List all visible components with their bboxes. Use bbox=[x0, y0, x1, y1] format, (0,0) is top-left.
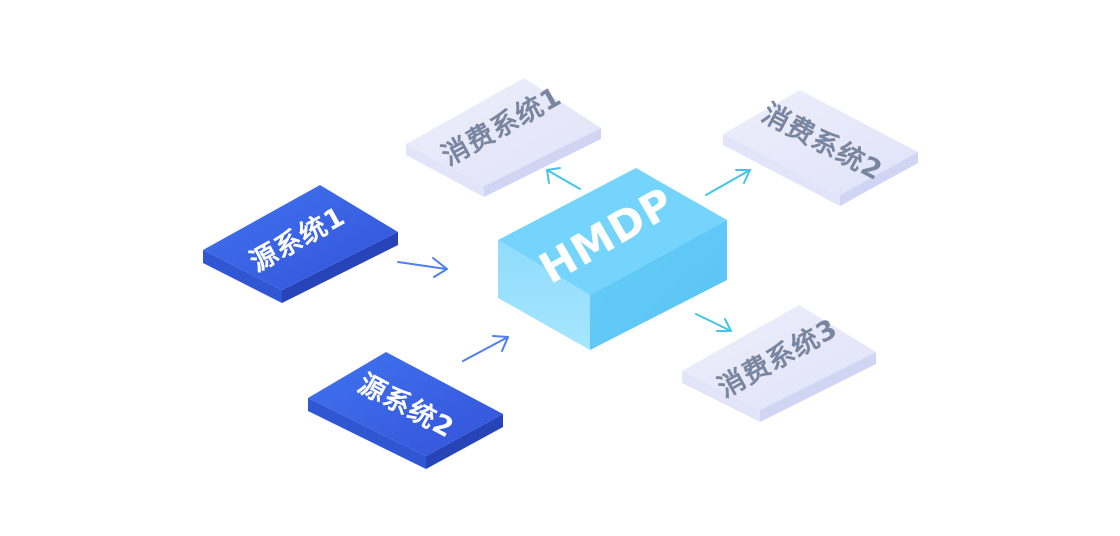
source-system-1-side bbox=[282, 232, 398, 303]
hmdp-hub-block: HMDP bbox=[498, 168, 727, 350]
arrow-hmdp-to-consumer-3 bbox=[695, 313, 732, 332]
arrow-hmdp-to-consumer-1 bbox=[546, 167, 581, 190]
consumer-system-1-side bbox=[484, 128, 601, 197]
consumer-system-3-top bbox=[682, 305, 876, 410]
source-system-2-front bbox=[308, 398, 426, 469]
arrow-hmdp-to-consumer-2 bbox=[705, 169, 751, 196]
consumer-system-1-top bbox=[406, 78, 601, 186]
consumer-system-2-card: 消费系统2 bbox=[723, 90, 918, 206]
hmdp-hub-top-face bbox=[498, 168, 727, 295]
consumer-system-2-side bbox=[840, 152, 918, 206]
consumer-system-1-card: 消费系统1 bbox=[406, 78, 601, 197]
source-system-1-card: 源系统1 bbox=[203, 185, 398, 303]
consumer-system-3-card: 消费系统3 bbox=[682, 305, 876, 422]
source-system-1-front bbox=[203, 250, 282, 303]
source-system-1-top bbox=[203, 185, 398, 290]
consumer-system-2-front bbox=[723, 134, 840, 206]
consumer-system-3-side bbox=[760, 352, 876, 422]
source-system-2-side bbox=[426, 414, 503, 469]
arrow-source-1-to-hmdp bbox=[397, 257, 448, 278]
source-system-2-card: 源系统2 bbox=[308, 352, 503, 469]
hmdp-hub-right-face bbox=[590, 220, 727, 350]
source-system-2-top bbox=[308, 352, 503, 456]
consumer-system-2-top bbox=[723, 90, 918, 195]
hmdp-hub-left-face bbox=[498, 240, 590, 350]
arrow-source-2-to-hmdp bbox=[462, 335, 509, 362]
consumer-system-1-front bbox=[406, 144, 484, 197]
consumer-system-3-front bbox=[682, 371, 760, 422]
